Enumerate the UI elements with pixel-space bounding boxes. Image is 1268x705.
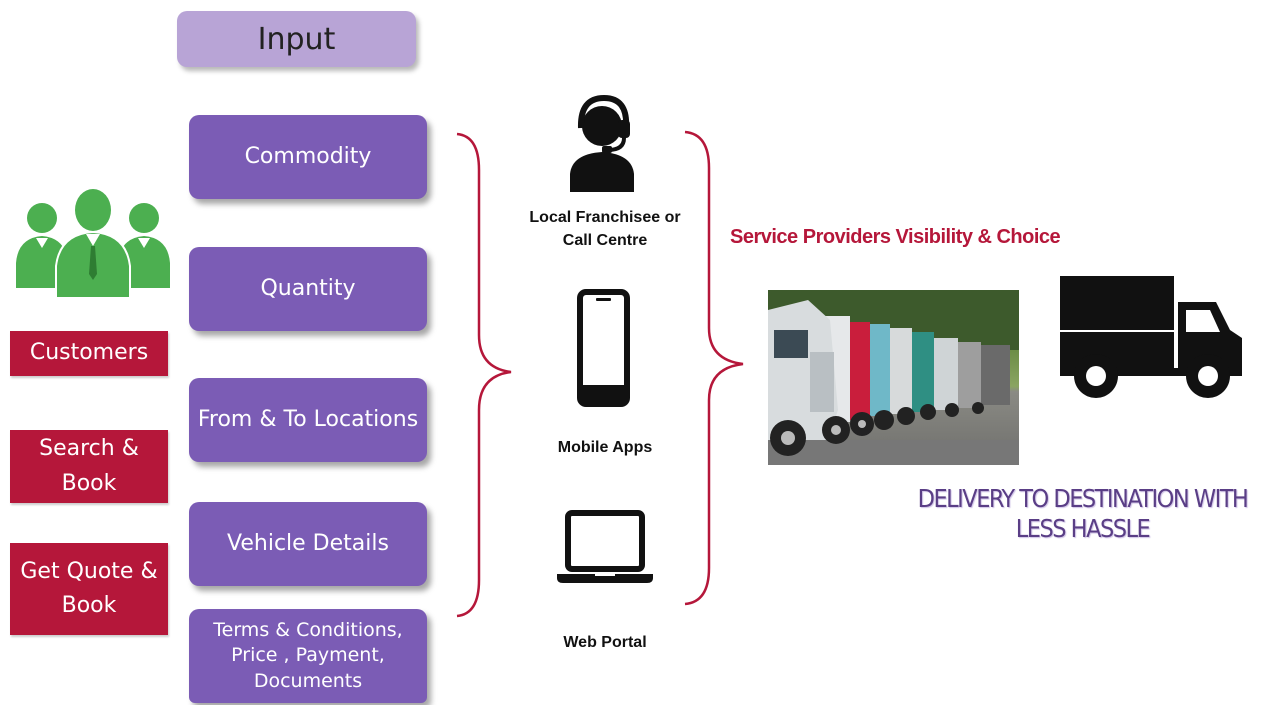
laptop-icon (557, 510, 653, 583)
service-providers-title: Service Providers Visibility & Choice (730, 226, 1061, 248)
input-terms-conditions[interactable]: Terms & Conditions, Price , Payment, Doc… (189, 609, 427, 703)
truck-fleet-photo (768, 290, 1019, 465)
input-from-to-locations[interactable]: From & To Locations (189, 378, 427, 462)
delivery-truck-icon (1060, 276, 1242, 398)
channel-web-portal-label: Web Portal (563, 634, 647, 651)
headset-agent-icon (570, 94, 634, 192)
input-quantity[interactable]: Quantity (189, 247, 427, 331)
truck-fleet-illustration (768, 290, 1019, 465)
customers-label: Customers (10, 331, 168, 376)
delivery-caption: DELIVERY TO DESTINATION WITH LESS HASSLE (917, 484, 1249, 543)
get-quote-and-book-button[interactable]: Get Quote & Book (10, 543, 168, 635)
input-title: Input (177, 11, 416, 67)
customer-group-icon (16, 189, 170, 299)
input-vehicle-details[interactable]: Vehicle Details (189, 502, 427, 586)
channel-call-centre-label: Local Franchisee or Call Centre (529, 209, 681, 250)
left-brace (456, 132, 512, 618)
right-brace (684, 130, 744, 606)
channel-mobile-apps-label: Mobile Apps (557, 439, 653, 456)
input-commodity[interactable]: Commodity (189, 115, 427, 199)
smartphone-icon (577, 289, 630, 407)
search-and-book-button[interactable]: Search & Book (10, 430, 168, 503)
